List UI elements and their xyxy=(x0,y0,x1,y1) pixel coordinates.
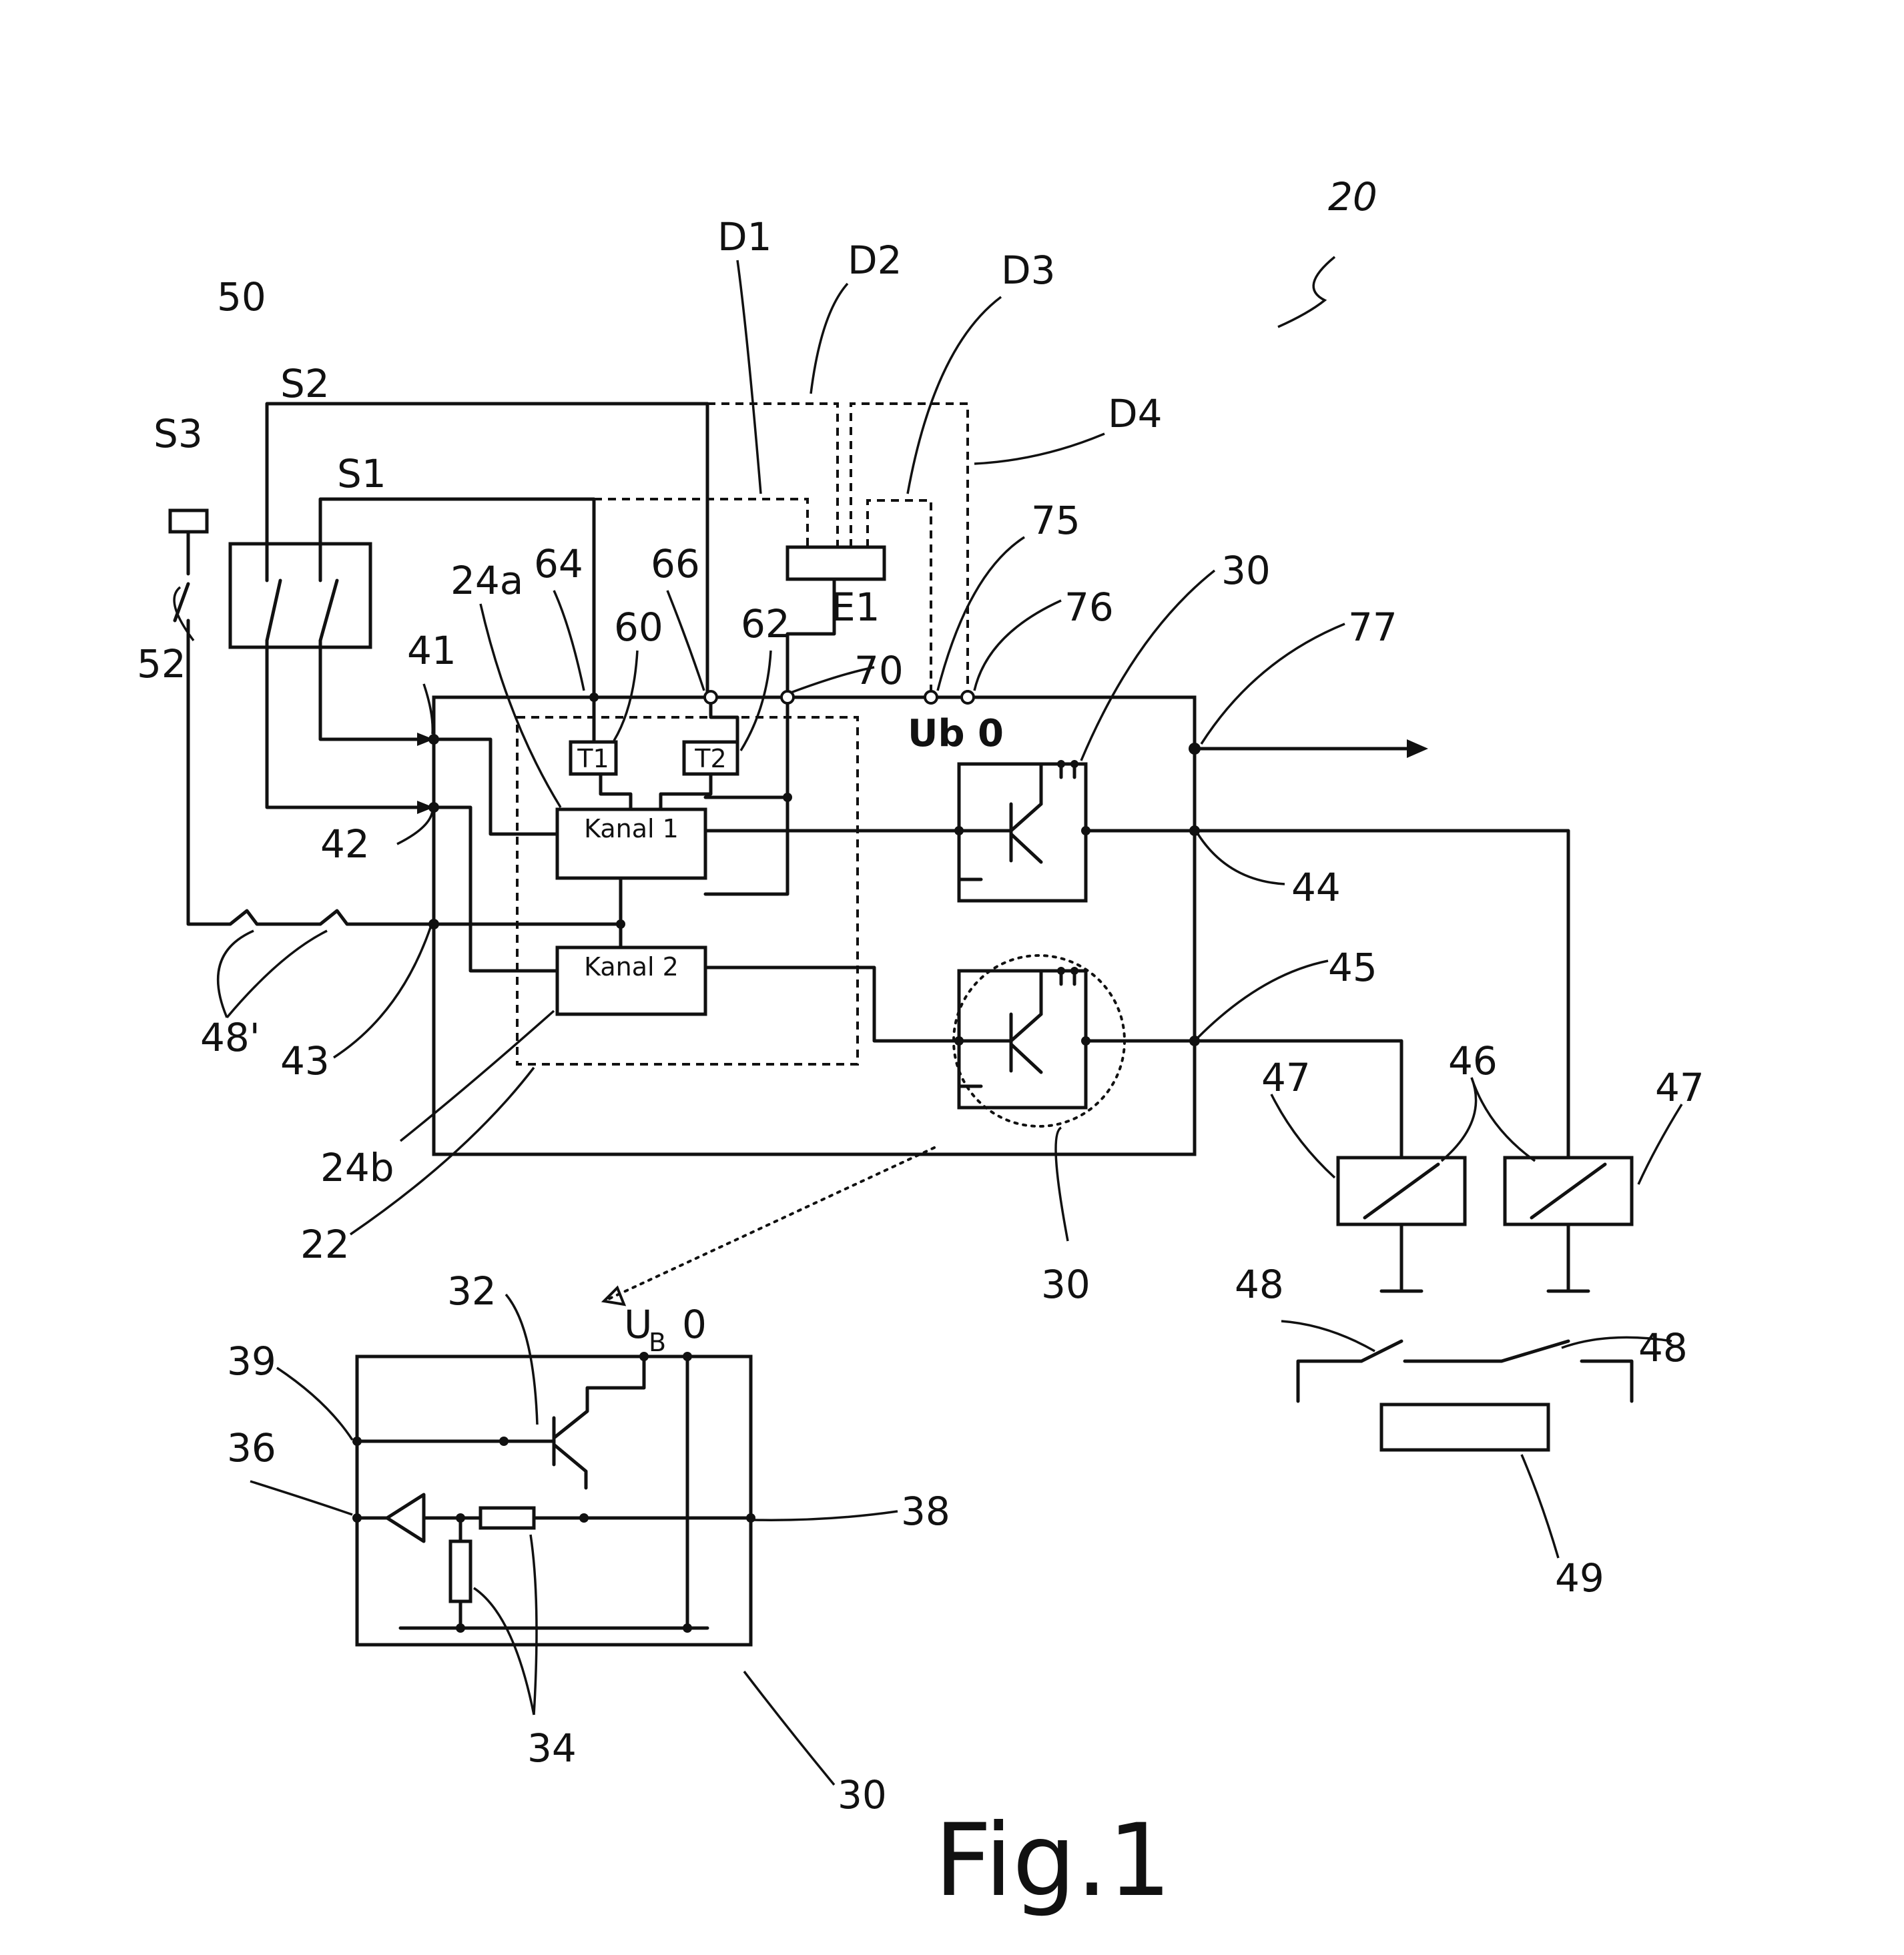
junction-dots xyxy=(428,693,1201,1046)
ref-66: 66 xyxy=(651,541,700,586)
output-1-line xyxy=(1084,829,1570,1160)
ref-70: 70 xyxy=(854,648,904,693)
detail-supply-zero: 0 xyxy=(682,1302,707,1347)
ref-43: 43 xyxy=(280,1038,330,1084)
ref-d3: D3 xyxy=(1001,248,1056,293)
input-arrowheads xyxy=(417,733,434,814)
d-dashed-lines xyxy=(594,402,969,697)
input-42-line xyxy=(432,805,559,973)
ref-77: 77 xyxy=(1348,605,1397,650)
timer-links xyxy=(599,772,713,811)
ref-48-prime: 48' xyxy=(200,1015,260,1060)
ref-46: 46 xyxy=(1448,1038,1498,1084)
ref-48-right: 48 xyxy=(1638,1325,1688,1371)
ref-45: 45 xyxy=(1328,945,1377,990)
s1-line xyxy=(318,497,596,741)
ref-24b: 24b xyxy=(320,1145,394,1190)
output-2-transistor xyxy=(703,965,1043,1088)
relay-1-diagonal xyxy=(1363,1162,1440,1220)
ref-d1: D1 xyxy=(717,214,772,260)
output-1-transistor xyxy=(703,802,1043,881)
item-49-box xyxy=(1379,1403,1550,1452)
ref-20: 20 xyxy=(1328,174,1377,220)
ref-62: 62 xyxy=(741,601,790,647)
detail-pointer-head xyxy=(601,1285,627,1306)
ref-30-bottom: 30 xyxy=(838,1772,887,1818)
detail-resistor-h xyxy=(479,1506,536,1530)
ref-44: 44 xyxy=(1291,865,1341,910)
relay-2-diagonal xyxy=(1530,1162,1607,1220)
ref-41: 41 xyxy=(407,628,456,673)
ref-24a: 24a xyxy=(450,558,523,603)
s3-actuator xyxy=(168,508,209,534)
ref-34: 34 xyxy=(527,1725,577,1771)
switch-50-contacts xyxy=(265,542,339,643)
detail-buffer xyxy=(355,1493,753,1543)
ref-30-top: 30 xyxy=(1221,548,1271,593)
terminal-70-line xyxy=(703,695,789,896)
detail-box xyxy=(355,1354,753,1647)
ref-d4: D4 xyxy=(1108,391,1163,436)
s2-line xyxy=(265,402,709,809)
detail-circle xyxy=(952,954,1126,1128)
ref-52: 52 xyxy=(137,641,186,687)
figure-caption: Fig.1 xyxy=(934,1803,1171,1919)
input-41-line xyxy=(432,737,559,836)
detail-rails xyxy=(398,1354,709,1630)
ref-50: 50 xyxy=(217,274,266,320)
ref-42: 42 xyxy=(320,821,370,867)
ref-36: 36 xyxy=(227,1425,276,1471)
relay-grounds xyxy=(1379,1222,1590,1293)
ref-30-mid: 30 xyxy=(1041,1262,1090,1307)
t1-label: T1 xyxy=(577,744,609,773)
ref-39: 39 xyxy=(227,1338,276,1384)
ref-49: 49 xyxy=(1555,1555,1604,1601)
ref-47-left: 47 xyxy=(1261,1055,1311,1100)
ref-38: 38 xyxy=(901,1489,950,1534)
ref-22: 22 xyxy=(300,1222,350,1267)
ref-s2: S2 xyxy=(280,361,330,406)
ref-47-right: 47 xyxy=(1655,1065,1704,1110)
supply-label: Ub 0 xyxy=(908,712,1004,755)
ref-60: 60 xyxy=(614,605,663,650)
e1-line xyxy=(785,577,836,699)
detail-transistor xyxy=(355,1354,646,1490)
detail-resistor-v xyxy=(448,1539,472,1603)
t2-label: T2 xyxy=(694,744,726,773)
output-77-arrowhead xyxy=(1407,739,1428,758)
ref-s1: S1 xyxy=(337,451,386,496)
contacts-48 xyxy=(1296,1339,1634,1403)
terminal-feeds xyxy=(592,695,739,744)
switch-50-box xyxy=(228,542,372,649)
ref-64: 64 xyxy=(534,541,583,586)
detail-pointer xyxy=(603,1146,936,1302)
leader-lines xyxy=(173,256,1683,1786)
kanal-1-label: Kanal 1 xyxy=(584,814,679,843)
open-terminals xyxy=(703,690,975,705)
detail-supply-u: U xyxy=(624,1302,652,1347)
logic-unit-dashed-box xyxy=(516,716,859,1066)
kanal-2-label: Kanal 2 xyxy=(584,952,679,982)
ref-32: 32 xyxy=(447,1268,497,1314)
detail-supply-b: B xyxy=(649,1328,666,1357)
ref-75: 75 xyxy=(1031,498,1080,543)
e1-label: E1 xyxy=(831,584,880,630)
ref-d2: D2 xyxy=(848,238,902,283)
detail-junctions xyxy=(352,1352,755,1633)
reference-labels: 20 50 S2 S1 S3 52 D1 D2 D3 D4 E1 64 66 6… xyxy=(137,174,1704,1818)
ref-48-left: 48 xyxy=(1235,1262,1284,1307)
ref-s3: S3 xyxy=(153,411,203,456)
kanal-2-box xyxy=(555,945,707,1016)
ref-76: 76 xyxy=(1064,584,1114,630)
e1-box xyxy=(785,545,886,581)
